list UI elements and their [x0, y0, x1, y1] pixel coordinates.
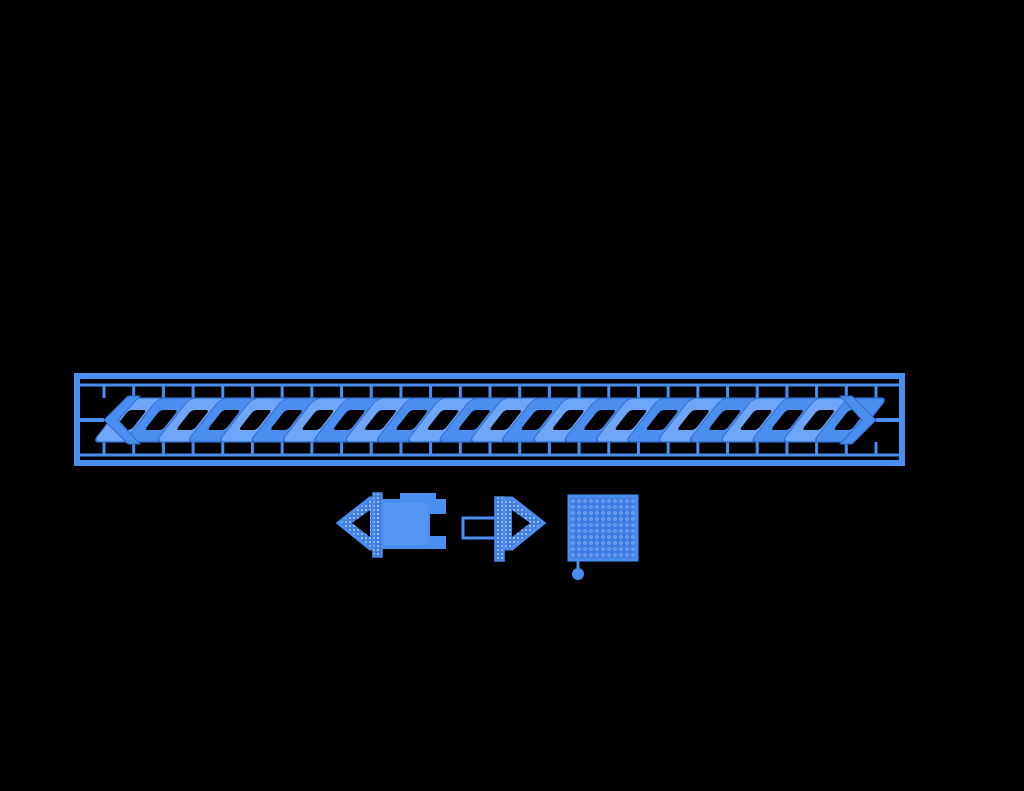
box-clasp-tongue[interactable] — [461, 496, 547, 562]
cuban-link-chain[interactable] — [74, 373, 905, 466]
clasp-cap-inner — [352, 510, 370, 537]
chain-link — [658, 397, 729, 443]
chain-link — [470, 397, 541, 443]
chain-end-right — [838, 395, 877, 445]
clasp-plate — [372, 492, 383, 558]
pave-square-tag[interactable] — [567, 494, 639, 580]
sprue-posts — [102, 385, 878, 455]
chain-links — [95, 397, 885, 443]
tongue-blade — [461, 516, 499, 540]
chain-link — [595, 397, 666, 443]
clasp-box-top — [400, 493, 436, 501]
chain-link — [220, 397, 291, 443]
clasp-box-shade — [384, 503, 428, 545]
chain-link — [157, 397, 228, 443]
chain-link — [251, 397, 322, 443]
clasp-box-slot — [430, 514, 446, 536]
tag-panel — [567, 494, 639, 562]
tag-jump-ring — [572, 568, 584, 580]
tongue-cap-inner — [512, 510, 530, 537]
chain-end-left — [103, 395, 142, 445]
box-clasp-body[interactable] — [335, 492, 446, 558]
chain-link — [783, 397, 854, 443]
sprue-frame — [74, 373, 905, 466]
